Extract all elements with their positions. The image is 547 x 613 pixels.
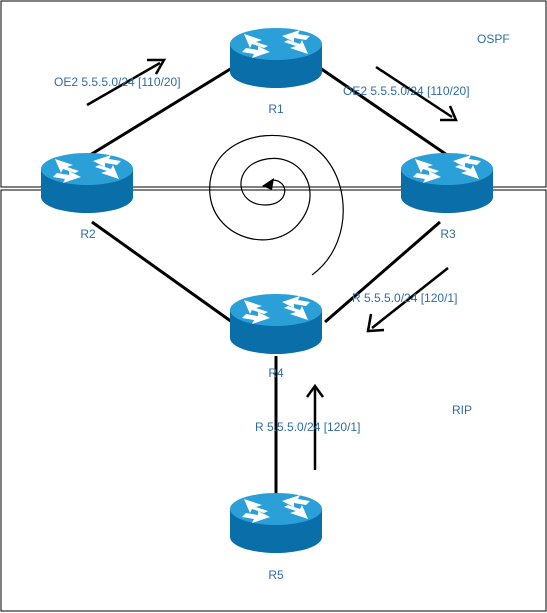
router-r4-label: R4 — [268, 366, 284, 380]
router-r2-icon[interactable] — [41, 153, 133, 213]
route-label-r3-r4: R 5.5.5.0/24 [120/1] — [352, 291, 457, 305]
route-label-r2-r1: OE2 5.5.5.0/24 [110/20] — [54, 75, 181, 89]
rip-area-label: RIP — [452, 403, 472, 417]
router-r1-icon[interactable] — [230, 28, 322, 88]
link-r2-r1 — [89, 66, 233, 157]
router-r3-icon[interactable] — [401, 153, 493, 213]
router-r2-label: R2 — [80, 227, 96, 241]
router-r5-label: R5 — [268, 568, 284, 582]
router-r4-icon[interactable] — [230, 294, 322, 354]
rip-area-border — [0, 189, 547, 612]
link-r1-r3 — [319, 66, 451, 159]
router-r3-label: R3 — [440, 227, 456, 241]
arrow-r1-to-r3 — [375, 65, 458, 122]
router-r5-icon[interactable] — [230, 493, 322, 553]
spiral-loop-icon — [209, 134, 344, 276]
router-r1-label: R1 — [268, 102, 284, 116]
route-label-r5-r4: R 5.5.5.0/24 [120/1] — [255, 420, 360, 434]
arrow-r2-to-r1 — [86, 58, 167, 107]
link-r2-r4 — [91, 220, 233, 324]
link-r3-r4 — [324, 220, 441, 324]
ospf-area-label: OSPF — [477, 32, 510, 46]
ospf-area-border — [0, 0, 547, 188]
spiral-arrowhead — [262, 178, 274, 190]
arrow-r5-to-r4 — [305, 383, 325, 470]
arrow-r3-to-r4 — [366, 267, 449, 333]
route-label-r1-r3: OE2 5.5.5.0/24 [110/20] — [343, 84, 470, 98]
